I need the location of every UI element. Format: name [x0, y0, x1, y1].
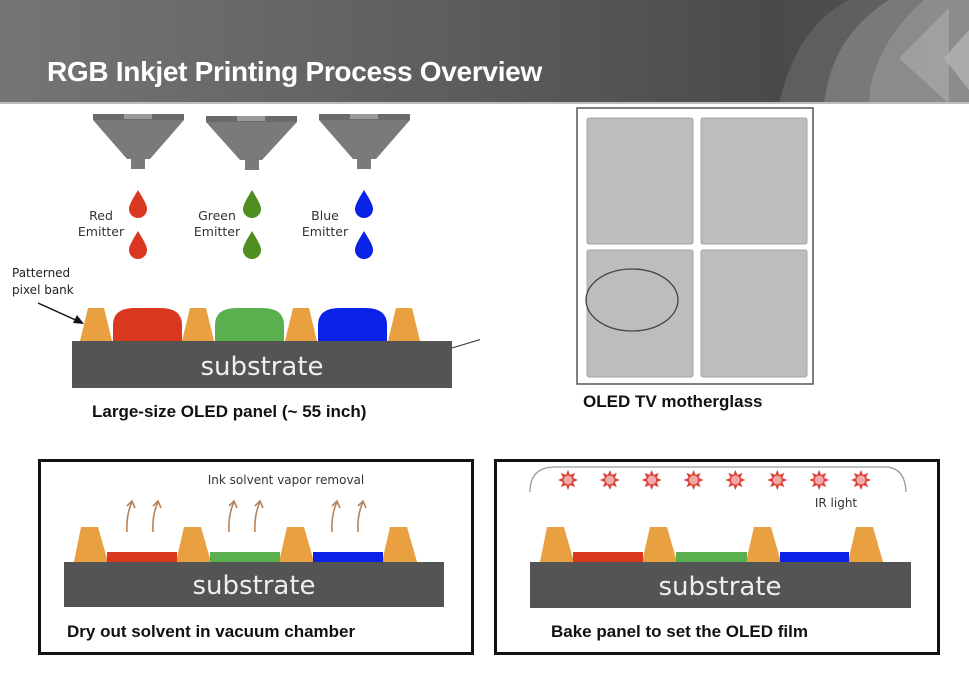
ir-light-sources — [558, 470, 871, 490]
red-nozzle-icon — [93, 114, 184, 169]
zoom-connector-line — [451, 339, 480, 349]
bake-step-diagram: IR light substrate — [529, 466, 911, 608]
motherglass-panel-1 — [586, 117, 694, 245]
ir-light-core — [605, 475, 615, 485]
ir-light-core — [689, 475, 699, 485]
slide-title: RGB Inkjet Printing Process Overview — [47, 56, 542, 87]
pixel-bank-label: Patterned — [12, 266, 70, 280]
red-emitter-label: Red — [89, 208, 113, 223]
dry-pixel-banks — [74, 527, 417, 562]
blue-nozzle-icon — [319, 114, 410, 169]
ir-light-core — [814, 475, 824, 485]
bake-green-film — [676, 552, 747, 562]
dry-step-caption: Dry out solvent in vacuum chamber — [67, 622, 356, 641]
ir-light-core — [563, 475, 573, 485]
bake-blue-film — [780, 552, 849, 562]
ir-light-core — [730, 475, 740, 485]
red-emitter-label-2: Emitter — [78, 224, 125, 239]
dry-substrate-label: substrate — [192, 571, 315, 601]
pixel-bank-label-2: pixel bank — [12, 283, 74, 297]
pixel-banks — [80, 308, 420, 341]
bake-substrate-bar — [530, 562, 911, 608]
green-ink-dome — [215, 308, 284, 341]
motherglass-panel-4 — [700, 249, 808, 378]
dry-step-diagram: Ink solvent vapor removal substrate — [64, 473, 444, 607]
ir-light-core — [856, 475, 866, 485]
blue-emitter-label: Blue — [311, 208, 339, 223]
ir-lamp-hood — [529, 466, 907, 493]
bake-step-caption: Bake panel to set the OLED film — [551, 622, 808, 641]
blue-ink-dome — [318, 308, 387, 341]
slide-header: RGB Inkjet Printing Process Overview — [0, 0, 969, 104]
inkjet-panel-diagram: Red Emitter Green Emitter Blue Emitter P… — [12, 114, 480, 388]
bake-red-film — [573, 552, 643, 562]
blue-droplets-icon — [355, 190, 373, 259]
pointer-arrow-icon — [37, 302, 84, 324]
red-ink-dome — [113, 308, 182, 341]
green-nozzle-icon — [206, 116, 297, 170]
vapor-arrows-icon — [126, 499, 367, 533]
dry-green-film — [210, 552, 280, 562]
green-emitter-label: Green — [198, 208, 236, 223]
dry-step-panel: Ink solvent vapor removal substrate Dry … — [38, 459, 474, 655]
green-emitter-label-2: Emitter — [194, 224, 241, 239]
panel-caption: Large-size OLED panel (~ 55 inch) — [92, 402, 367, 421]
red-droplets-icon — [129, 190, 147, 259]
bake-substrate-label: substrate — [658, 572, 781, 602]
ir-light-core — [647, 475, 657, 485]
blue-emitter-label-2: Emitter — [302, 224, 349, 239]
motherglass-diagram — [576, 107, 814, 385]
bake-pixel-banks — [540, 527, 883, 562]
dry-red-film — [107, 552, 177, 562]
bake-step-panel: IR light substrate Bake panel to set the… — [494, 459, 940, 655]
substrate-label: substrate — [200, 352, 323, 382]
substrate-bar — [72, 341, 452, 388]
motherglass-panel-3 — [586, 249, 694, 378]
green-droplets-icon — [243, 190, 261, 259]
motherglass-caption: OLED TV motherglass — [583, 392, 763, 411]
ir-light-core — [772, 475, 782, 485]
zoom-highlight-ellipse — [585, 268, 679, 332]
motherglass-panel-2 — [700, 117, 808, 245]
header-divider — [0, 102, 969, 104]
dry-blue-film — [313, 552, 383, 562]
dry-substrate-bar — [64, 562, 444, 607]
ir-light-label: IR light — [815, 496, 858, 510]
header-decoration — [779, 0, 969, 104]
vapor-removal-label: Ink solvent vapor removal — [208, 473, 364, 487]
